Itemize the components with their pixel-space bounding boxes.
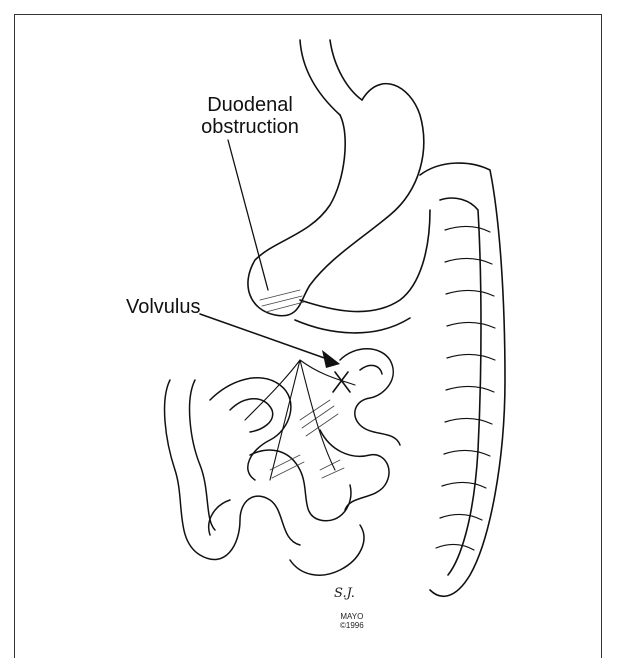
artist-signature: S.J. [334,586,355,601]
volvulus-arrowhead [322,350,340,368]
volvulus-label: Volvulus [126,296,201,318]
copyright-credit: MAYO ©1996 [340,612,364,630]
colon-haustra [436,226,495,550]
transverse-colon [295,210,430,333]
colon [420,163,505,596]
copyright-year: ©1996 [340,621,364,630]
duodenal-obstruction-pointer [228,140,268,290]
small-intestine-loops [165,349,400,575]
institution-name: MAYO [340,612,364,621]
volvulus-pointer [200,314,330,360]
